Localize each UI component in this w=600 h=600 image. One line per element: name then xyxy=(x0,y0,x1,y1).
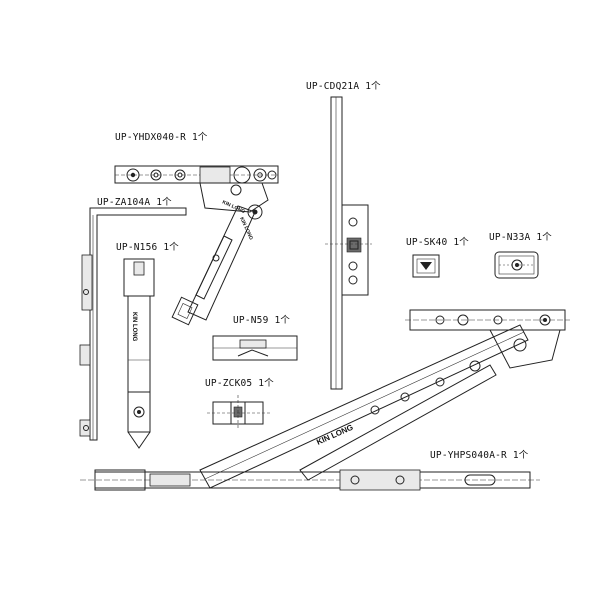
svg-text:UP-ZA104A 1个: UP-ZA104A 1个 xyxy=(97,197,172,208)
part-n33a xyxy=(494,251,539,279)
label-n33a: UP-N33A 1个 xyxy=(489,232,552,243)
part-sk40 xyxy=(412,254,440,278)
label-n59: UP-N59 1个 xyxy=(233,315,290,326)
svg-text:UP-CDQ21A 1个: UP-CDQ21A 1个 xyxy=(306,81,381,92)
part-yhdx040-hinge: KIN LONG KIN LONG xyxy=(114,165,279,326)
svg-text:UP-N156 1个: UP-N156 1个 xyxy=(116,242,179,253)
svg-text:UP-N33A 1个: UP-N33A 1个 xyxy=(489,232,552,243)
label-yhdx040: UP-YHDX040-R 1个 xyxy=(115,132,208,143)
label-yhps040a: UP-YHPS040A-R 1个 xyxy=(430,450,529,461)
svg-text:KIN LONG: KIN LONG xyxy=(131,312,137,342)
svg-text:UP-YHPS040A-R 1个: UP-YHPS040A-R 1个 xyxy=(430,450,529,461)
part-n156-striker: KIN LONG xyxy=(123,258,155,449)
label-zck05: UP-ZCK05 1个 xyxy=(205,378,274,389)
label-cdq21a: UP-CDQ21A 1个 xyxy=(306,81,381,92)
svg-text:UP-N59 1个: UP-N59 1个 xyxy=(233,315,290,326)
part-za104a-angle xyxy=(79,207,187,441)
label-n156: UP-N156 1个 xyxy=(116,242,179,253)
svg-text:UP-YHDX040-R 1个: UP-YHDX040-R 1个 xyxy=(115,132,208,143)
label-za104a: UP-ZA104A 1个 xyxy=(97,197,172,208)
svg-text:UP-ZCK05 1个: UP-ZCK05 1个 xyxy=(205,378,274,389)
part-cdq21a-bar xyxy=(325,96,372,390)
part-n59 xyxy=(212,335,298,361)
svg-text:UP-SK40 1个: UP-SK40 1个 xyxy=(406,237,469,248)
part-yhps040a-stay: KIN LONG xyxy=(80,309,570,491)
part-zck05 xyxy=(207,395,270,430)
label-sk40: UP-SK40 1个 xyxy=(406,237,469,248)
